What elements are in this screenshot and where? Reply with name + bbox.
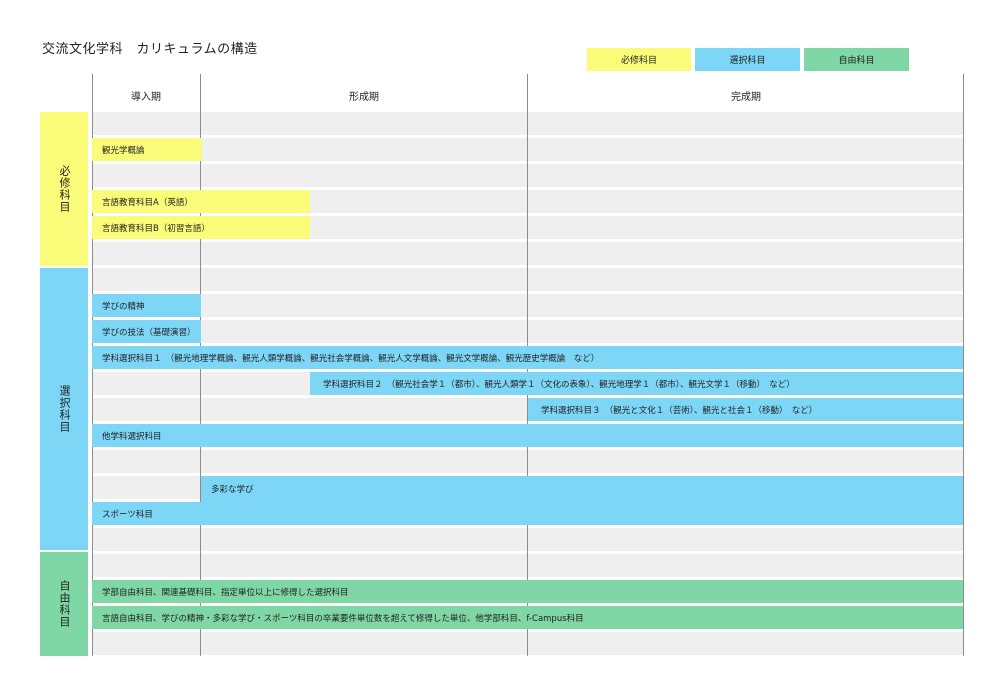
course-tasai: 多彩な学び [201,476,963,525]
course-gengo-jiyu: 言語自由科目、学びの精神・多彩な学び・スポーツ科目の卒業要件単位数を超えて修得し… [92,606,963,629]
page-title: 交流文化学科 カリキュラムの構造 [42,42,258,57]
legend-elective: 選択科目 [695,48,800,71]
course-sentaku-1: 学科選択科目１ （観光地理学概論、観光人類学概論、観光社会学概論、観光人文学概論… [92,346,963,369]
category-free: 自由科目 [40,552,88,656]
course-manabi-seishin: 学びの精神 [92,294,201,317]
course-sports: スポーツ科目 [92,502,201,525]
course-gakubu-jiyu: 学部自由科目、関連基礎科目、指定単位以上に修得した選択科目 [92,580,963,603]
category-elective: 選択科目 [40,268,88,550]
course-tagakka: 他学科選択科目 [92,424,963,447]
legend-required: 必修科目 [587,48,691,71]
course-manabi-giho: 学びの技法（基礎演習） [92,320,201,343]
course-gengo-b: 言語教育科目B（初習言語） [92,216,310,239]
course-kanko-gairon: 観光学概論 [92,138,202,161]
course-sentaku-2: 学科選択科目２ （観光社会学１（都市）、観光人類学１（文化の表象）、観光地理学１… [310,372,963,395]
course-gengo-a: 言語教育科目A（英語） [92,190,310,213]
course-sentaku-3: 学科選択科目３ （観光と文化１（芸術）、観光と社会１（移動） など） [528,398,963,421]
legend-free: 自由科目 [804,48,909,71]
category-required: 必修科目 [40,112,88,266]
divider-line [963,74,964,656]
